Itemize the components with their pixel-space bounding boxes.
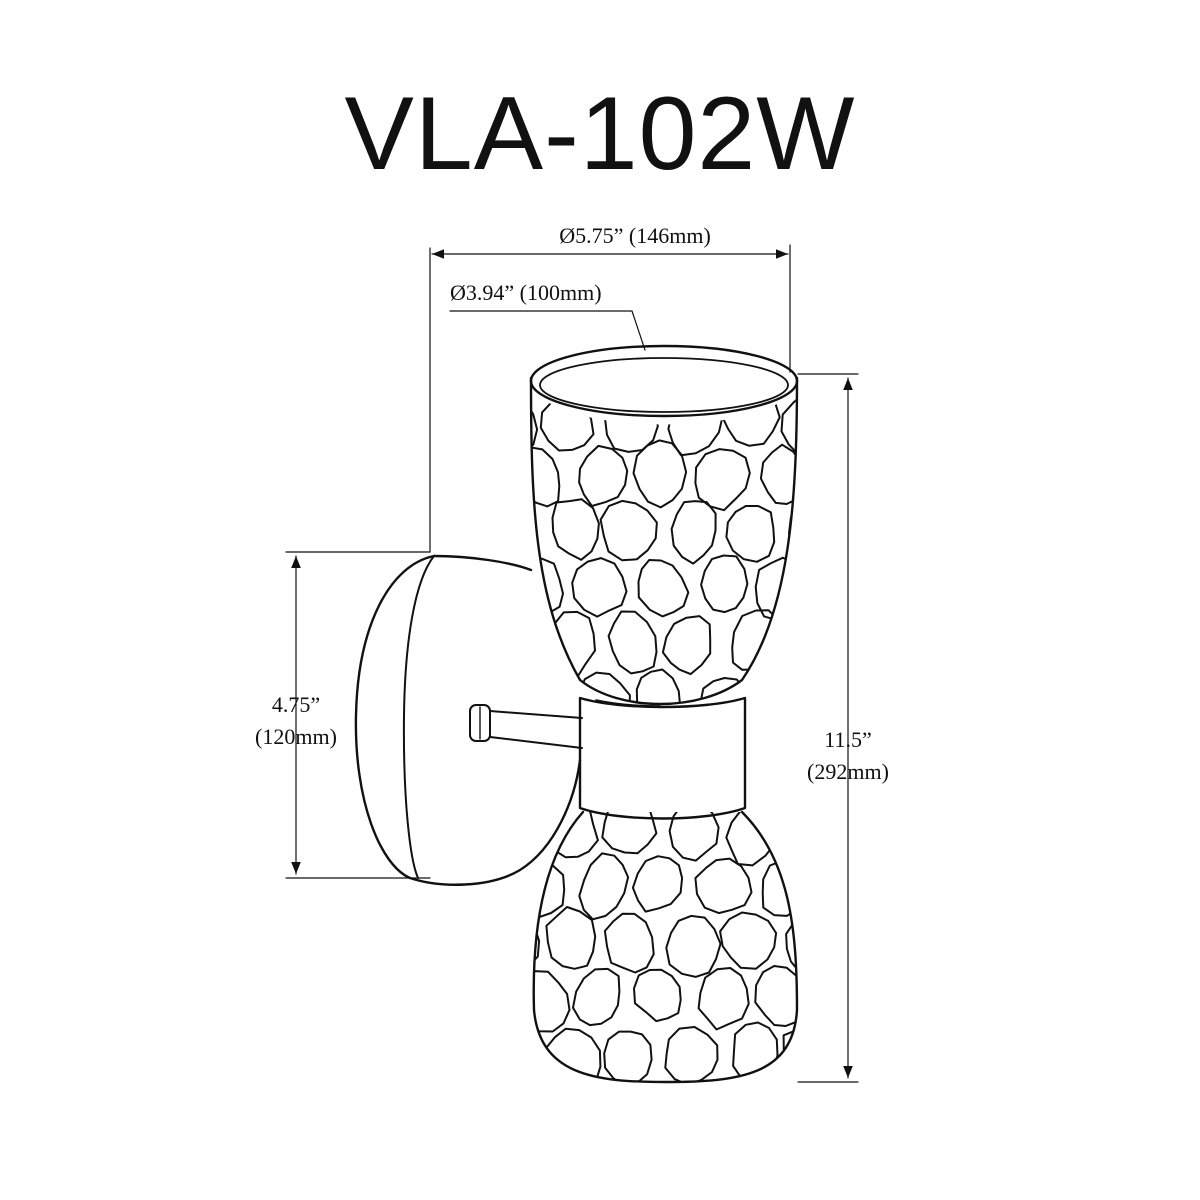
upper-shade-texture [531,383,797,704]
glass-cell [531,391,539,456]
glass-cell [732,1021,779,1082]
backplate-height-mm: (120mm) [255,724,337,749]
glass-cell [788,495,797,563]
center-highlight [595,699,661,707]
glass-cell [533,855,566,919]
glass-cell [665,914,722,978]
upper-shade [529,344,799,706]
backplate-outline [354,554,582,886]
glass-cell [785,917,797,974]
glass-cell [694,448,751,512]
glass-cell [574,671,631,704]
glass-cell [632,439,688,509]
glass-cell [694,857,753,915]
glass-cell [667,390,724,457]
glass-cell [607,610,658,675]
glass-cell [603,1030,653,1082]
arm [469,704,583,749]
glass-cell [533,914,541,975]
glass-cell [780,392,797,456]
glass-cell [631,855,684,913]
glass-cell [719,911,778,970]
width-dimension: Ø5.75” (146mm) [429,223,791,553]
glass-cell [761,859,797,917]
glass-cell [572,967,621,1027]
glass-cell [531,446,561,508]
glass-cell [533,970,571,1033]
glass-cell [720,383,781,447]
backplate-face-edge [402,555,435,879]
lower-shade [485,806,799,1084]
overall-width-label: Ø5.75” (146mm) [559,223,711,248]
glass-cell [531,669,568,704]
lower-shade-outline [532,810,799,1084]
glass-cell [544,1027,602,1082]
arm-nut [469,704,491,742]
glass-cell [725,505,776,563]
glass-cell [551,498,600,561]
glass-cell [637,559,690,618]
glass-cell [664,1026,719,1082]
glass-cell [533,1028,537,1082]
upper-shade-rim-inner [539,357,789,413]
model-title: VLA-102W [344,76,856,192]
glass-cell [571,557,628,618]
glass-cell [578,852,630,921]
glass-cell [697,967,750,1031]
glass-cell [759,443,797,505]
glass-cell [578,444,629,507]
glass-cell [668,812,720,862]
center-body [578,696,747,820]
glass-cell [633,968,682,1023]
shade-diameter-label: Ø3.94” (100mm) [450,280,602,305]
glass-cell [604,391,659,453]
center-cylinder [578,696,747,820]
glass-cell [758,663,797,704]
glass-cell [603,912,655,974]
glass-cell [531,557,564,616]
glass-cell [670,500,717,565]
backplate-top-edge [432,554,533,572]
backplate-height-in: 4.75” [272,692,320,717]
glass-cell [531,606,541,671]
glass-cell [531,508,536,564]
arm-rod-bottom [489,736,583,749]
overall-height-in: 11.5” [824,727,871,752]
glass-cell [485,806,531,861]
overall-height-mm: (292mm) [807,759,889,784]
overall-height-dimension: 11.5” (292mm) [797,373,889,1083]
backplate-height-dimension: 4.75” (120mm) [255,551,431,879]
glass-cell [545,906,597,970]
arm-rod-top [489,710,583,719]
glass-cell [599,499,658,562]
shade-diameter-dimension: Ø3.94” (100mm) [449,280,646,351]
upper-shade-outline [529,376,799,706]
glass-cell [601,812,658,855]
glass-cell [700,554,749,614]
shade-diameter-leader [449,310,646,351]
glass-cell [786,617,797,683]
upper-shade-rim-outer [529,344,799,418]
backplate [354,554,582,886]
glass-cell [725,812,782,867]
glass-cell [635,668,681,704]
glass-cell [783,812,797,864]
glass-cell [661,615,712,676]
glass-cell [731,609,783,671]
